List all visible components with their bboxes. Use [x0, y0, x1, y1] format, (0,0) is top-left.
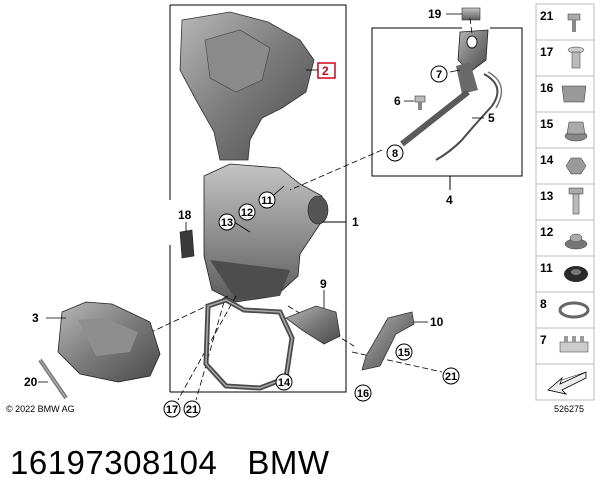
bracket-18-part [179, 222, 195, 259]
highlight-box [317, 62, 336, 79]
part-number: 16197308104 [10, 444, 218, 481]
hose-clamp-icon [558, 301, 590, 319]
callout-3: 3 [32, 311, 39, 325]
svg-text:17: 17 [166, 404, 178, 416]
assembly-frame [169, 4, 347, 393]
hex-bolt-icon [568, 187, 584, 215]
callout-20: 20 [24, 375, 38, 389]
small-parts-sidebar: 21 17 16 15 14 13 12 11 8 7 [535, 3, 595, 401]
callout-2: 2 [322, 64, 329, 78]
svg-text:8: 8 [392, 148, 398, 160]
clip-icon [567, 13, 581, 32]
bracket-9-part [285, 290, 341, 345]
callout-9: 9 [320, 277, 327, 291]
svg-text:21: 21 [186, 404, 198, 416]
svg-text:16: 16 [357, 388, 369, 400]
sidebar-label-8: 8 [540, 297, 547, 311]
callout-10: 10 [430, 315, 444, 329]
svg-text:21: 21 [445, 371, 457, 383]
callout-21-right: 21 [442, 367, 460, 385]
cap-part [446, 7, 481, 21]
screw-part [414, 95, 426, 110]
sidebar-label-17: 17 [540, 45, 554, 59]
callout-8: 8 [386, 144, 404, 162]
callout-1: 1 [352, 215, 359, 229]
collar-nut-icon [564, 121, 588, 142]
inset-frame [371, 27, 523, 190]
callout-17: 17 [163, 400, 181, 418]
callout-12: 12 [238, 203, 256, 221]
callout-11: 11 [258, 191, 276, 209]
bracket-10-part [361, 311, 428, 371]
rubber-grommet-icon [564, 266, 588, 282]
svg-text:12: 12 [241, 207, 253, 219]
sidebar-label-14: 14 [540, 153, 554, 167]
copyright-text: © 2022 BMW AG [6, 404, 75, 414]
sidebar-label-11: 11 [540, 261, 553, 275]
svg-text:7: 7 [436, 69, 442, 81]
expanding-rivet-icon [567, 46, 585, 69]
hex-nut-icon [565, 157, 587, 175]
callout-4: 4 [446, 193, 453, 207]
tank-part [203, 163, 329, 303]
solid-leaders [38, 69, 484, 383]
callout-19: 19 [428, 7, 442, 21]
spring-nut-icon [561, 85, 587, 103]
arrow-icon [547, 371, 587, 395]
strip-part [38, 358, 68, 400]
callout-7: 7 [430, 65, 448, 83]
svg-text:13: 13 [221, 217, 233, 229]
callout-13: 13 [218, 213, 236, 231]
cover-part [57, 301, 161, 383]
callout-15: 15 [395, 343, 413, 361]
sidebar-label-21: 21 [540, 9, 554, 23]
cable-holder-icon [559, 336, 589, 353]
pump-part [400, 29, 503, 161]
callout-16: 16 [354, 384, 372, 402]
svg-text:15: 15 [398, 347, 410, 359]
sidebar-label-16: 16 [540, 81, 554, 95]
svg-text:11: 11 [261, 195, 273, 207]
callout-5: 5 [488, 111, 495, 125]
footer-caption: 16197308104 BMW [10, 444, 330, 482]
bracket-part [203, 297, 295, 391]
sidebar-label-13: 13 [540, 189, 554, 203]
sidebar-label-15: 15 [540, 117, 554, 131]
callout-6: 6 [394, 94, 401, 108]
heat-shield-part [179, 11, 315, 161]
callout-21-bottom: 21 [183, 400, 201, 418]
sidebar-label-7: 7 [540, 333, 547, 347]
callout-18: 18 [178, 208, 192, 222]
grommet-icon [564, 233, 588, 250]
svg-text:14: 14 [278, 377, 291, 389]
parts-diagram: 7 8 11 12 13 14 15 16 17 21 21 1 2 3 4 5… [24, 3, 595, 418]
brand-name: BMW [247, 444, 330, 481]
callout-14: 14 [275, 373, 293, 391]
sidebar-label-12: 12 [540, 225, 554, 239]
reference-code: 526275 [554, 404, 585, 414]
